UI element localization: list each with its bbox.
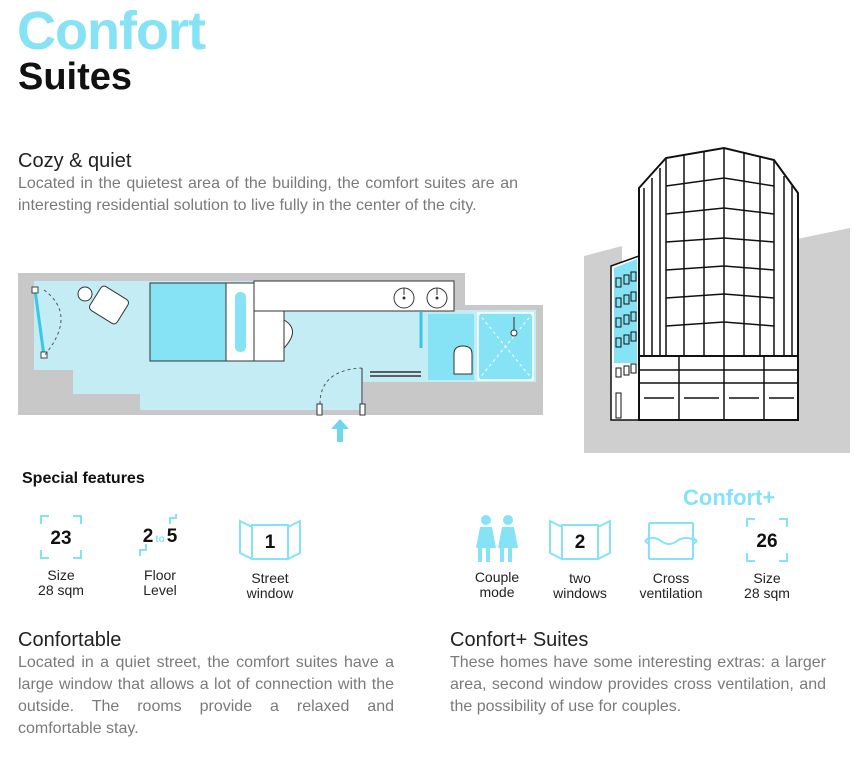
size-label-1: Size xyxy=(47,567,75,583)
floor-label-2: Level xyxy=(143,582,177,598)
armchair xyxy=(89,285,129,325)
size-frame-icon: 23 xyxy=(40,515,82,559)
couple-label-1: Couple xyxy=(474,569,520,585)
title-line-2: Suites xyxy=(18,56,133,98)
feature-street-window: 1 Street window xyxy=(220,517,320,601)
feature-size: 23 Size 28 sqm xyxy=(11,514,111,598)
plus-size-value: 26 xyxy=(756,531,777,552)
ventilation-label-2: ventilation xyxy=(639,585,703,601)
toilet xyxy=(453,345,473,375)
ventilation-icon xyxy=(644,522,698,560)
floor-to: 5 xyxy=(167,526,178,547)
size-label-2: 28 sqm xyxy=(38,582,84,598)
side-table xyxy=(77,286,93,302)
stairs-icon: 2 to 5 xyxy=(139,514,178,556)
window-icon: 1 xyxy=(239,519,301,561)
confort-plus-label: Confort+ xyxy=(683,485,776,510)
street-window-label-1: Street xyxy=(251,570,289,586)
couple-label-2: mode xyxy=(479,584,515,600)
entrance-arrow-icon xyxy=(331,419,349,442)
features-heading: Special features xyxy=(22,470,145,487)
size-value: 23 xyxy=(50,528,71,549)
two-windows-label-1: two xyxy=(569,570,591,586)
street-window-label-2: window xyxy=(246,585,294,601)
intro-heading: Cozy & quiet xyxy=(18,150,132,172)
window-icon: 2 xyxy=(549,519,611,561)
size-frame-icon: 26 xyxy=(746,518,788,562)
confort-plus-heading: Confort+ Suites xyxy=(450,629,589,651)
feature-cross-ventilation: Cross ventilation xyxy=(621,517,721,601)
two-windows-value: 2 xyxy=(575,532,586,553)
feature-floor: 2 to 5 Floor Level xyxy=(110,514,210,598)
title-line-1: Confort xyxy=(17,1,206,61)
couple-icon xyxy=(476,515,518,562)
confortable-heading: Confortable xyxy=(18,629,122,651)
floor-from: 2 xyxy=(143,526,154,547)
counter xyxy=(253,280,455,312)
floor-label-1: Floor xyxy=(144,567,176,583)
two-windows-label-2: windows xyxy=(553,585,607,601)
confortable-text: Located in a quiet street, the comfort s… xyxy=(18,654,394,737)
intro-text: Located in the quietest area of the buil… xyxy=(18,175,518,214)
feature-couple: Couple mode xyxy=(447,514,547,600)
floor-plan xyxy=(18,273,543,416)
confort-plus-text: These homes have some interesting extras… xyxy=(450,654,826,715)
plus-size-label-2: 28 sqm xyxy=(744,585,790,601)
floor-to-word: to xyxy=(155,534,164,545)
plus-size-label-1: Size xyxy=(753,570,781,586)
bed xyxy=(149,282,227,362)
building-illustration xyxy=(584,146,850,453)
ventilation-label-1: Cross xyxy=(652,570,690,586)
feature-plus-size: 26 Size 28 sqm xyxy=(717,517,817,601)
feature-two-windows: 2 two windows xyxy=(530,517,630,601)
street-window xyxy=(33,289,46,357)
street-window-value: 1 xyxy=(265,532,276,553)
